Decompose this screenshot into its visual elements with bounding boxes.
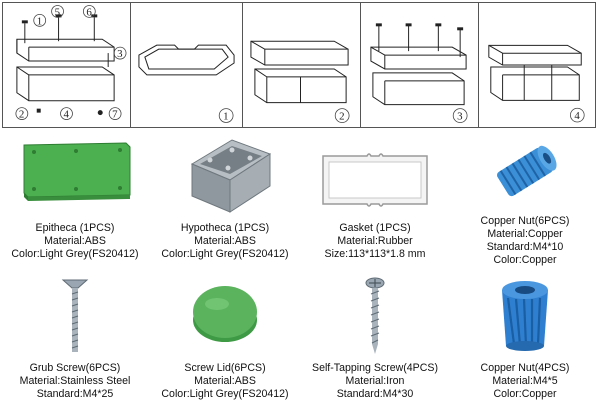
- part-spec: Standard:M4*10: [486, 241, 564, 253]
- part-spec: Color:Light Grey(FS20412): [161, 388, 289, 400]
- exploded-view-drawing: 1 2 3 4 5 6 7: [15, 5, 127, 121]
- part-spec: Color:Light Grey(FS20412): [161, 248, 289, 260]
- step-4-number: 4: [574, 110, 580, 122]
- part-name: Self-Tapping Screw(4PCS): [312, 362, 438, 374]
- self-tapping-screw-image: [300, 276, 450, 356]
- callout-4: 4: [64, 109, 70, 121]
- callout-7: 7: [112, 109, 118, 121]
- copper-nut-m4x10-image: [450, 134, 600, 210]
- copper-nut-m4x10-caption: Copper Nut(6PCS) Material:Copper Standar…: [450, 215, 600, 267]
- epitheca-image: [0, 135, 150, 207]
- step-3-drawing: 3: [370, 23, 468, 123]
- part-name: Gasket (1PCS): [339, 222, 411, 234]
- part-name: Screw Lid(6PCS): [184, 362, 266, 374]
- part-name: Copper Nut(6PCS): [480, 215, 570, 227]
- part-material: Material:ABS: [44, 235, 106, 247]
- part-material: Material:Copper: [487, 228, 563, 240]
- step-4-panel: 4: [479, 3, 595, 127]
- part-copper-nut-m4x10: Copper Nut(6PCS) Material:Copper Standar…: [450, 130, 600, 270]
- step-2-panel: 2: [243, 3, 361, 127]
- hypotheca-caption: Hypotheca (1PCS) Material:ABS Color:Ligh…: [150, 222, 300, 261]
- part-material: Material:Rubber: [337, 235, 413, 247]
- self-tapping-screw-caption: Self-Tapping Screw(4PCS) Material:Iron S…: [300, 362, 450, 401]
- part-hypotheca: Hypotheca (1PCS) Material:ABS Color:Ligh…: [150, 130, 300, 270]
- part-self-tapping-screw: Self-Tapping Screw(4PCS) Material:Iron S…: [300, 272, 450, 410]
- step-1-number: 1: [223, 111, 228, 123]
- exploded-view-panel: 1 2 3 4 5 6 7: [3, 3, 131, 127]
- part-gasket: Gasket (1PCS) Material:Rubber Size:113*1…: [300, 130, 450, 270]
- part-spec: Standard:M4*30: [336, 388, 414, 400]
- callout-5: 5: [55, 6, 61, 18]
- part-material: Material:Stainless Steel: [19, 375, 131, 387]
- part-material: Material:ABS: [194, 375, 256, 387]
- copper-nut-m4x5-caption: Copper Nut(4PCS) Material:M4*5 Color:Cop…: [450, 362, 600, 401]
- step-2-drawing: 2: [250, 40, 350, 123]
- step-1-drawing: 1: [138, 44, 235, 123]
- step-4-drawing: 4: [488, 44, 585, 123]
- part-extra: Color:Copper: [493, 254, 557, 266]
- gasket-image: [300, 150, 450, 212]
- callout-1: 1: [37, 15, 42, 27]
- part-name: Grub Screw(6PCS): [29, 362, 121, 374]
- copper-nut-m4x5-image: [450, 274, 600, 354]
- part-epitheca: Epitheca (1PCS) Material:ABS Color:Light…: [0, 130, 150, 270]
- screw-lid-caption: Screw Lid(6PCS) Material:ABS Color:Light…: [150, 362, 300, 401]
- hypotheca-image: [150, 130, 300, 218]
- part-material: Material:ABS: [194, 235, 256, 247]
- part-screw-lid: Screw Lid(6PCS) Material:ABS Color:Light…: [150, 272, 300, 410]
- screw-lid-image: [150, 280, 300, 346]
- part-spec: Standard:M4*25: [36, 388, 114, 400]
- callout-3: 3: [117, 48, 123, 60]
- assembly-diagram-strip: 1 2 3 4 5 6 7 1: [2, 2, 596, 128]
- part-name: Hypotheca (1PCS): [180, 222, 270, 234]
- gasket-caption: Gasket (1PCS) Material:Rubber Size:113*1…: [300, 222, 450, 261]
- grub-screw-caption: Grub Screw(6PCS) Material:Stainless Stee…: [0, 362, 150, 401]
- part-grub-screw: Grub Screw(6PCS) Material:Stainless Stee…: [0, 272, 150, 410]
- epitheca-caption: Epitheca (1PCS) Material:ABS Color:Light…: [0, 222, 150, 261]
- callout-2: 2: [19, 109, 24, 121]
- callout-6: 6: [86, 6, 92, 18]
- part-material: Material:Iron: [345, 375, 405, 387]
- part-name: Copper Nut(4PCS): [480, 362, 570, 374]
- grub-screw-image: [0, 276, 150, 356]
- step-1-panel: 1: [131, 3, 243, 127]
- step-3-panel: 3: [361, 3, 479, 127]
- part-spec: Size:113*113*1.8 mm: [324, 248, 426, 260]
- part-spec: Color:Light Grey(FS20412): [11, 248, 139, 260]
- part-name: Epitheca (1PCS): [35, 222, 115, 234]
- part-spec: Color:Copper: [493, 388, 557, 400]
- part-copper-nut-m4x5: Copper Nut(4PCS) Material:M4*5 Color:Cop…: [450, 272, 600, 410]
- part-material: Material:M4*5: [492, 375, 558, 387]
- step-3-number: 3: [457, 111, 463, 123]
- step-2-number: 2: [339, 111, 344, 123]
